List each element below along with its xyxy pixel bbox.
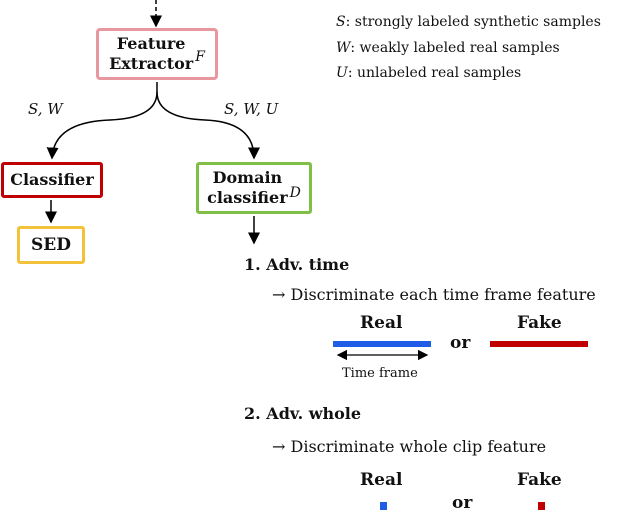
domain-classifier-label-2: classifier: [207, 188, 288, 207]
edge-label-right: S, W, U: [224, 100, 279, 118]
legend-text-s: : strongly labeled synthetic samples: [345, 14, 601, 30]
edge-label-left: S, W: [28, 100, 63, 118]
adv-time-real-label: Real: [360, 313, 403, 333]
classifier-box: Classifier: [1, 162, 103, 198]
adv-time-fake-label: Fake: [517, 313, 562, 333]
adv-whole-or-label: or: [452, 493, 473, 513]
real-clip-marker: [380, 502, 387, 510]
classifier-label: Classifier: [10, 170, 94, 189]
adv-time-or-label: or: [450, 333, 471, 353]
adv-whole-description: → Discriminate whole clip feature: [272, 437, 547, 456]
domain-classifier-symbol: D: [289, 185, 301, 201]
legend-symbol-u: U: [336, 65, 348, 81]
feature-extractor-label-2: Extractor: [109, 54, 194, 73]
legend-text-u: : unlabeled real samples: [347, 65, 522, 81]
domain-classifier-label-1: Domain: [212, 168, 283, 187]
legend-text-w: : weakly labeled real samples: [350, 40, 560, 56]
legend-symbol-w: W: [336, 40, 351, 56]
edge-to-domain-classifier: [156, 91, 260, 160]
time-frame-label: Time frame: [342, 366, 418, 381]
adv-whole-heading: 2. Adv. whole: [244, 404, 362, 423]
legend-item-s: S: strongly labeled synthetic samples: [336, 14, 601, 30]
domain-classifier-box: Domain classifier D: [196, 162, 312, 214]
adv-whole-fake-label: Fake: [517, 470, 562, 490]
feature-extractor-symbol: F: [195, 49, 205, 65]
legend-item-w: W: weakly labeled real samples: [336, 40, 560, 56]
feature-extractor-box: Feature Extractor F: [96, 28, 218, 80]
adv-time-description: → Discriminate each time frame feature: [272, 285, 596, 304]
sed-box: SED: [17, 226, 85, 264]
legend-item-u: U: unlabeled real samples: [336, 65, 521, 81]
sed-label: SED: [31, 235, 71, 255]
adv-whole-real-label: Real: [360, 470, 403, 490]
adv-time-heading: 1. Adv. time: [244, 255, 350, 274]
legend-symbol-s: S: [336, 14, 346, 30]
feature-extractor-label-1: Feature: [116, 34, 186, 53]
edge-to-classifier: [46, 82, 158, 160]
fake-clip-marker: [538, 502, 545, 510]
